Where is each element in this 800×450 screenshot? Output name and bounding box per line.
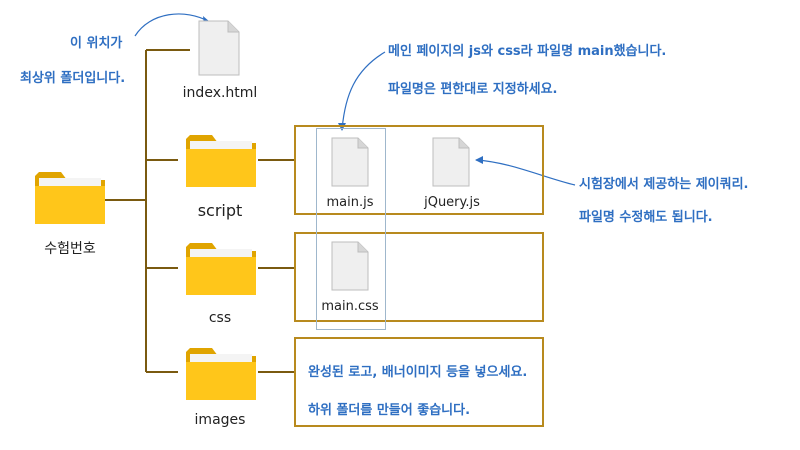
css-group-box [294, 232, 544, 322]
images-group-box [294, 337, 544, 427]
script-folder-icon[interactable] [184, 131, 258, 189]
script-group-box [294, 125, 544, 215]
note-images-line1: 완성된 로고, 배너이미지 등을 넣으세요. [308, 365, 528, 380]
images-folder-icon[interactable] [184, 344, 258, 402]
images-folder-label: images [194, 412, 246, 428]
main-js-file-icon[interactable] [331, 137, 369, 187]
css-folder-label: css [208, 310, 232, 326]
note-images-line2: 하위 폴더를 만들어 좋습니다. [308, 403, 471, 418]
note-jquery-line2: 파일명 수정해도 됩니다. [579, 210, 713, 225]
root-folder-label: 수험번호 [44, 241, 96, 257]
main-css-file-label: main.css [321, 299, 379, 314]
note-mainjs-line1: 메인 페이지의 js와 css라 파일명 main했습니다. [388, 44, 667, 59]
css-folder-icon[interactable] [184, 239, 258, 297]
index-file-label: index.html [182, 85, 258, 101]
main-js-file-label: main.js [326, 195, 374, 210]
script-folder-label: script [197, 201, 243, 220]
root-folder-icon[interactable] [33, 168, 107, 226]
note-mainjs-line2: 파일명은 편한대로 지정하세요. [388, 82, 558, 97]
note-position-line2: 최상위 폴더입니다. [20, 71, 126, 86]
jquery-file-icon[interactable] [432, 137, 470, 187]
note-position-line1: 이 위치가 [70, 36, 123, 51]
main-files-highlight [316, 128, 386, 330]
jquery-file-label: jQuery.js [424, 195, 480, 210]
note-jquery-line1: 시험장에서 제공하는 제이쿼리. [579, 177, 749, 192]
main-css-file-icon[interactable] [331, 241, 369, 291]
index-file-icon[interactable] [198, 20, 240, 76]
